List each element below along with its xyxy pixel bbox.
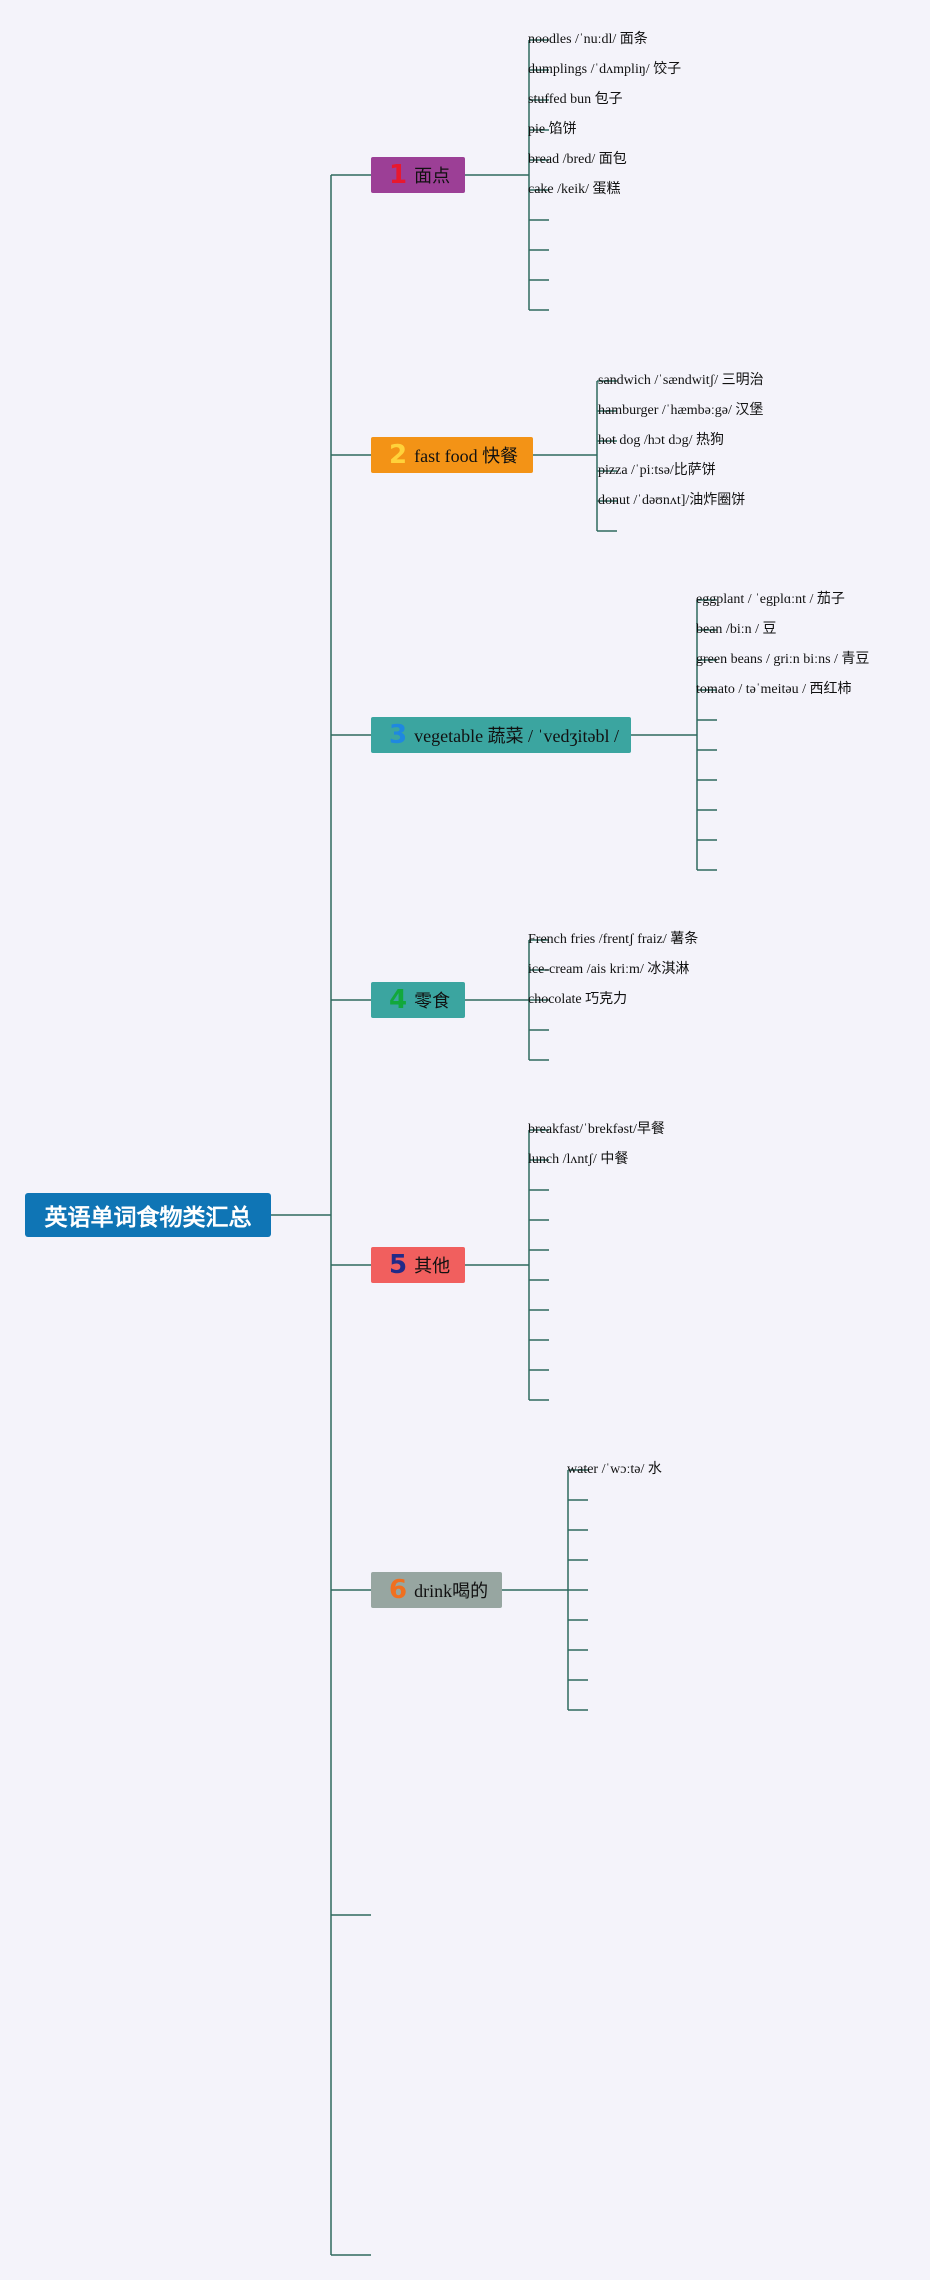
leaf-item[interactable]: stuffed bun 包子: [528, 92, 623, 107]
branch-label: fast food 快餐: [414, 446, 519, 466]
root-topic-label: 英语单词食物类汇总: [44, 1205, 252, 1231]
branch-label: 其他: [414, 1256, 451, 1276]
branch-number: 5: [389, 1250, 408, 1280]
branch-topic-1[interactable]: 1 面点: [371, 157, 465, 193]
branch-topic-4[interactable]: 4 零食: [371, 982, 465, 1018]
leaf-item[interactable]: eggplant / ˈegplɑːnt / 茄子: [696, 592, 845, 607]
leaf-item[interactable]: sandwich /ˈsændwitʃ/ 三明治: [598, 373, 764, 388]
branch-number: 3: [389, 720, 408, 750]
leaf-item[interactable]: green beans / griːn biːns / 青豆: [696, 652, 870, 667]
branch-number: 1: [389, 160, 408, 190]
branch-label: drink喝的: [414, 1581, 489, 1601]
branch-label: 零食: [414, 991, 451, 1011]
leaf-item[interactable]: bean /biːn / 豆: [696, 622, 777, 637]
branch-number: 6: [389, 1575, 408, 1605]
leaf-item[interactable]: dumplings /ˈdʌmpliŋ/ 饺子: [528, 62, 682, 77]
leaf-item[interactable]: pizza /ˈpiːtsə/比萨饼: [598, 463, 716, 478]
leaf-item[interactable]: noodles /ˈnuːdl/ 面条: [528, 32, 648, 47]
branch-topic-6[interactable]: 6 drink喝的: [371, 1572, 502, 1608]
branch-label: 面点: [414, 166, 451, 186]
branch-number: 2: [389, 440, 408, 470]
leaf-item[interactable]: pie 馅饼: [528, 122, 577, 137]
leaf-item[interactable]: hot dog /hɔt dɔg/ 热狗: [598, 433, 724, 448]
leaf-item[interactable]: breakfast/ˈbrekfəst/早餐: [528, 1122, 665, 1137]
leaf-item[interactable]: French fries /frentʃ fraiz/ 薯条: [528, 932, 699, 947]
branch-label: vegetable 蔬菜 / ˈvedʒitəbl /: [414, 726, 620, 746]
branch-topic-5[interactable]: 5 其他: [371, 1247, 465, 1283]
root-topic[interactable]: 英语单词食物类汇总: [25, 1193, 271, 1237]
leaf-item[interactable]: chocolate 巧克力: [528, 992, 628, 1007]
leaf-item[interactable]: donut /ˈdəʊnʌt]/油炸圈饼: [598, 493, 746, 508]
branch-topic-2[interactable]: 2 fast food 快餐: [371, 437, 533, 473]
leaf-item[interactable]: cake /keik/ 蛋糕: [528, 182, 621, 197]
leaf-item[interactable]: bread /bred/ 面包: [528, 152, 627, 167]
leaf-item[interactable]: lunch /lʌntʃ/ 中餐: [528, 1152, 629, 1167]
branch-number: 4: [389, 985, 408, 1015]
leaf-item[interactable]: ice-cream /ais kriːm/ 冰淇淋: [528, 962, 690, 977]
leaf-item[interactable]: water /ˈwɔːtə/ 水: [567, 1462, 662, 1477]
leaf-item[interactable]: hamburger /ˈhæmbəːgə/ 汉堡: [598, 403, 764, 418]
leaf-item[interactable]: tomato / təˈmeitəu / 西红柿: [696, 682, 852, 697]
branch-topic-3[interactable]: 3 vegetable 蔬菜 / ˈvedʒitəbl /: [371, 717, 631, 753]
